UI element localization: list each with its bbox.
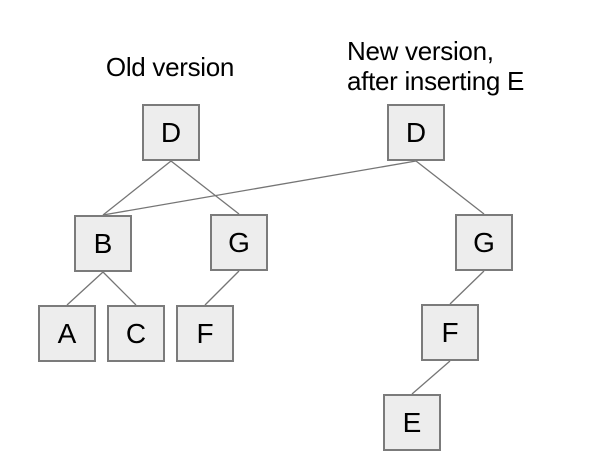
node-new-d: D	[387, 104, 445, 161]
node-old-d-label: D	[160, 116, 182, 148]
new-tree-title-line2: after inserting E	[347, 66, 524, 96]
node-old-c-label: C	[125, 317, 147, 349]
node-old-a-label: A	[57, 317, 77, 349]
edge-new-d-to-new-g	[415, 160, 485, 215]
node-new-f-label: F	[441, 316, 459, 348]
new-tree-title-line1: New version,	[347, 36, 494, 66]
node-old-f-label: F	[196, 317, 214, 349]
node-old-d: D	[142, 104, 200, 161]
edge-old-b-to-old-c	[102, 271, 137, 306]
node-old-c: C	[107, 305, 165, 362]
node-new-g-label: G	[473, 226, 495, 258]
node-old-g: G	[210, 214, 268, 271]
node-new-g: G	[455, 214, 513, 271]
edge-old-d-to-old-b	[102, 160, 172, 216]
edge-new-f-to-new-e	[411, 360, 451, 395]
node-old-a: A	[38, 305, 96, 362]
node-new-f: F	[421, 304, 479, 361]
node-new-d-label: D	[405, 116, 427, 148]
edge-old-b-to-old-a	[66, 271, 104, 306]
old-tree-title: Old version	[105, 52, 235, 82]
node-old-f: F	[176, 305, 234, 362]
edge-old-g-to-old-f	[204, 270, 240, 306]
edge-new-g-to-new-f	[449, 270, 485, 305]
node-old-b-label: B	[93, 227, 113, 259]
edge-new-d-to-old-b	[102, 160, 417, 216]
node-new-e-label: E	[402, 406, 422, 438]
node-old-b: B	[74, 215, 132, 272]
node-old-g-label: G	[228, 226, 250, 258]
new-tree-title: New version, after inserting E	[347, 36, 524, 96]
edge-old-d-to-old-g	[170, 160, 240, 215]
node-new-e: E	[383, 394, 441, 451]
